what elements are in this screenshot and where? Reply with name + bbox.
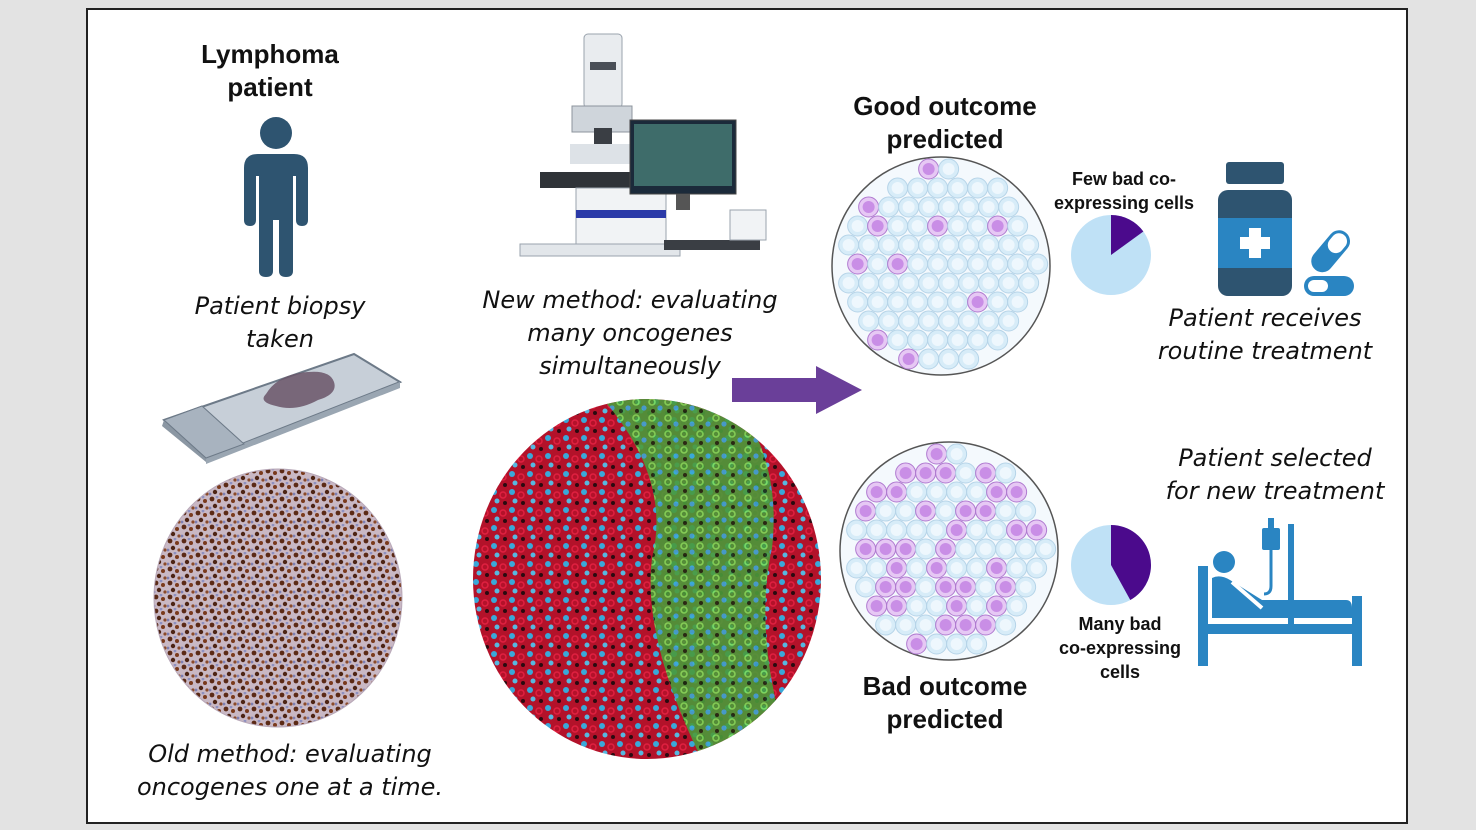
few-cells-label: Few bad co- expressing cells: [1053, 169, 1195, 213]
ihc-tissue-image: [153, 468, 403, 728]
good-cells-circle: [831, 156, 1051, 376]
bad-pie-slice-dark: [1111, 525, 1151, 601]
bad-cells-circle: [839, 441, 1059, 661]
new-method-caption: New method: evaluating many oncogenes si…: [482, 286, 778, 380]
good-pie-chart: [1071, 215, 1151, 295]
routine-treatment-caption: Patient receives routine treatment: [1157, 304, 1373, 365]
multiplex-tissue-image: [473, 399, 821, 759]
biopsy-caption: Patient biopsy taken: [194, 292, 366, 353]
new-treatment-caption: Patient selected for new treatment: [1165, 444, 1385, 505]
arrow-icon: [732, 366, 862, 414]
microscope-icon: [519, 33, 767, 257]
good-pie-slice-dark: [1111, 215, 1144, 255]
person-icon: [244, 117, 308, 277]
old-method-caption: Old method: evaluating oncogenes one at …: [136, 740, 444, 801]
bad-outcome-title: Bad outcome predicted: [862, 671, 1028, 734]
good-outcome-title: Good outcome predicted: [853, 91, 1037, 154]
bad-pie-chart: [1071, 525, 1151, 605]
many-cells-label: Many bad co-expressing cells: [1058, 614, 1182, 682]
hospital-bed-icon: [1198, 518, 1362, 666]
slide-icon: [162, 352, 403, 464]
patient-title: Lymphoma patient: [201, 39, 339, 102]
medicine-bottle-icon: [1218, 162, 1292, 296]
pill-icon: [1304, 230, 1354, 296]
